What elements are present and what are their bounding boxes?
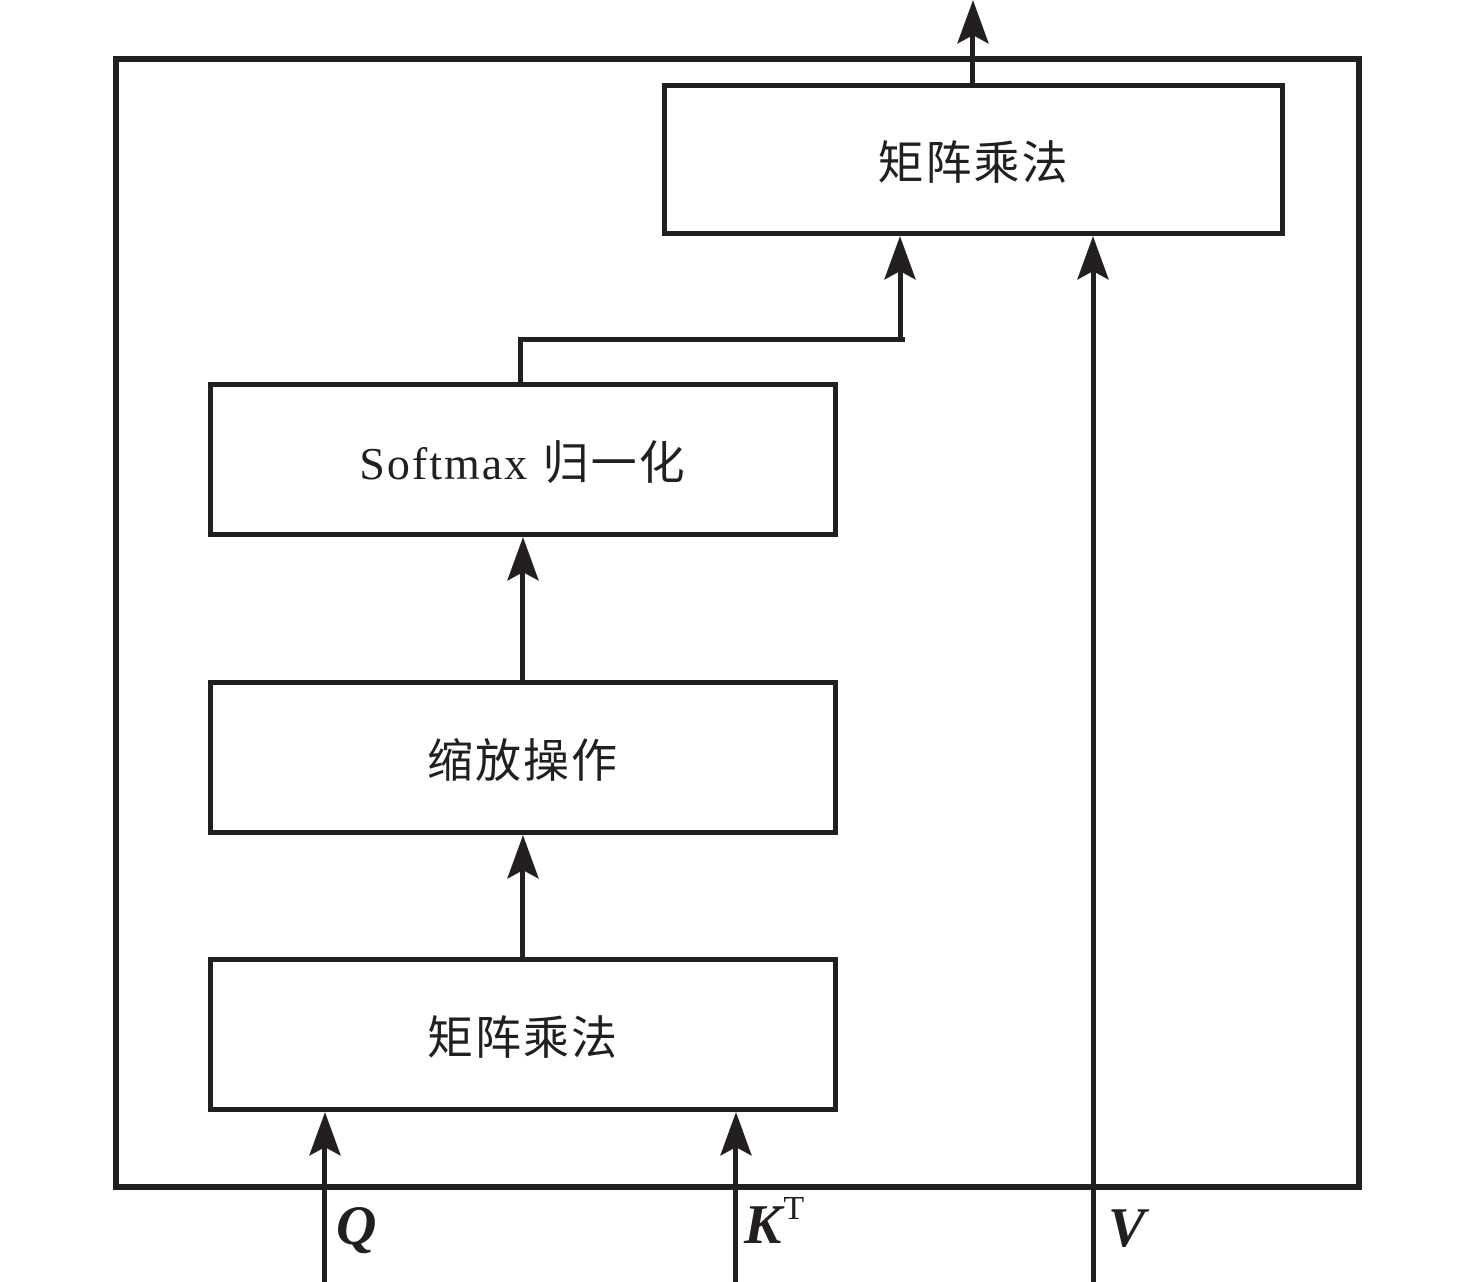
softmax-elbow-run-line [518, 337, 905, 342]
k-transpose-superscript: T [783, 1190, 805, 1227]
node-softmax-normalization: Softmax 归一化 [208, 382, 838, 537]
q-input-label-text: Q [336, 1195, 377, 1257]
v-input-label-text: V [1108, 1197, 1146, 1259]
node-softmax-normalization-label: Softmax 归一化 [359, 437, 687, 489]
softmax-elbow-rise-line [518, 337, 523, 387]
v-input-line [1091, 270, 1096, 1282]
node-matrix-multiply-bottom: 矩阵乘法 [208, 957, 838, 1112]
v-input-label: V [1108, 1200, 1145, 1256]
node-matrix-multiply-top-label: 矩阵乘法 [877, 137, 1070, 189]
node-matrix-multiply-bottom-label: 矩阵乘法 [427, 1012, 619, 1064]
k-input-label-text: K [744, 1194, 782, 1256]
k-input-line [733, 1146, 738, 1282]
scale-to-softmax-line [520, 571, 525, 685]
node-matrix-multiply-top: 矩阵乘法 [662, 83, 1285, 236]
q-input-line [322, 1146, 327, 1282]
node-scaling-operation: 缩放操作 [208, 680, 838, 835]
k-transpose-input-label: KT [744, 1190, 805, 1256]
matmul-to-scale-line [520, 869, 525, 962]
q-input-label: Q [336, 1198, 376, 1254]
output-line [970, 34, 975, 88]
softmax-elbow-up-line [898, 270, 903, 342]
node-scaling-operation-label: 缩放操作 [427, 735, 619, 787]
